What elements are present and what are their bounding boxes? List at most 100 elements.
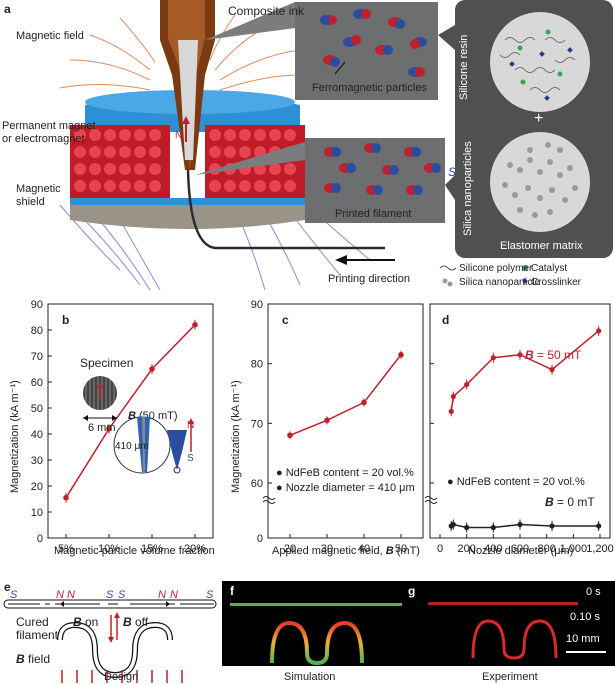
chart-d-point xyxy=(549,523,555,529)
chart-c-ytick-label: 0 xyxy=(257,533,263,545)
chart-c-xtick-label: 20 xyxy=(284,543,296,555)
pole-s-label: S xyxy=(448,165,457,179)
legend-crosslinker: Crosslinker xyxy=(531,277,582,288)
chart-d-xtick-label: 200 xyxy=(457,543,475,555)
panel-g-letter: g xyxy=(408,584,416,598)
panel-d-letter: d xyxy=(442,313,450,327)
ferromagnetic-particles xyxy=(320,9,427,77)
chart-b-point xyxy=(149,366,155,372)
chart-d-xtick-label: 0 xyxy=(437,543,443,555)
chart-c-ytick-label: 60 xyxy=(251,478,263,490)
chart-d-xtick-label: 1,200 xyxy=(586,543,614,555)
aligned-particles xyxy=(324,143,441,195)
chart-c-line xyxy=(289,354,402,436)
chart-d-point xyxy=(549,367,555,373)
chart-c-axis-break xyxy=(262,496,276,504)
cured-label-2: filament xyxy=(16,628,59,642)
b-field-label: B field xyxy=(16,652,51,666)
scale-label: 10 mm xyxy=(566,633,600,645)
chart-c-ytick-label: 70 xyxy=(251,418,263,430)
panel-e-letter: e xyxy=(4,580,11,594)
chart-d-point xyxy=(448,408,454,414)
charts-bcd: 01020304050607080905%10%15%20%0607080902… xyxy=(31,299,614,555)
chart-b-ytick-label: 50 xyxy=(31,403,43,415)
sim-straight-filament xyxy=(230,603,402,606)
inset-n: N xyxy=(187,420,195,431)
magnetic-field-label: Magnetic field xyxy=(16,30,84,42)
chart-b-point xyxy=(63,494,69,501)
chart-b-ytick-label: 0 xyxy=(37,533,43,545)
pole-n-label: N xyxy=(297,165,306,179)
nozzle xyxy=(160,0,215,170)
printed-filament-label: Printed filament xyxy=(335,208,412,220)
chart-d-axis-break xyxy=(424,496,438,504)
plus-sign: + xyxy=(534,110,544,127)
chart-b-ytick-label: 10 xyxy=(31,507,43,519)
d-note-text: NdFeB content = 20 vol.% xyxy=(456,476,585,488)
chart-d-point xyxy=(517,352,523,358)
chart-b-line xyxy=(65,324,196,499)
panel-f-image: f xyxy=(222,581,408,666)
chart-b-xtick-label: 5% xyxy=(58,543,74,555)
pole-8: S xyxy=(206,589,214,601)
chart-c-xlabel: Applied magnetic field, B (mT) xyxy=(272,545,420,557)
specimen-size: 6 mm xyxy=(88,422,116,434)
chart-b-ytick-label: 70 xyxy=(31,351,43,363)
chart-c-xtick-label: 50 xyxy=(395,543,407,555)
chart-c-frame xyxy=(267,303,424,539)
panel-f-letter: f xyxy=(230,584,234,598)
panel-b-letter: b xyxy=(62,313,70,327)
chart-d-line-0mt xyxy=(450,523,599,529)
magnetic-shield-label-2: shield xyxy=(16,196,45,208)
pole-6: N xyxy=(158,589,166,601)
chart-d-line-50mt xyxy=(450,330,600,412)
sim-curved-filament xyxy=(270,620,364,666)
elastomer-matrix-label: Elastomer matrix xyxy=(500,240,583,252)
chart-b-xtick-label: 20% xyxy=(184,543,206,555)
ferromagnetic-particles-label: Ferromagnetic particles xyxy=(312,82,427,94)
chart-c-point xyxy=(398,351,404,358)
d-label-50: B = 50 mT xyxy=(525,348,582,362)
chart-c-ylabel: Magnetization (kA m⁻¹) xyxy=(230,380,242,493)
chart-b-frame xyxy=(47,303,214,539)
pole-3: N xyxy=(67,589,75,601)
pole-2: N xyxy=(56,589,64,601)
silicone-resin-label: Silicone resin xyxy=(458,34,470,100)
magnetic-shield xyxy=(70,205,305,229)
c-note-2: ● Nozzle diameter = 410 μm xyxy=(276,482,415,494)
legend-silica-nanoparticle: Silica nanoparticle xyxy=(459,277,541,288)
exp-straight-filament xyxy=(428,602,578,605)
nozzle-n-label: N xyxy=(175,130,183,141)
chart-d-point xyxy=(596,328,602,334)
pole-1: S xyxy=(10,589,18,601)
d-note: ● NdFeB content = 20 vol.% xyxy=(447,476,585,488)
composite-ink-label: Composite ink xyxy=(228,4,305,18)
chart-d-point xyxy=(596,523,602,529)
chart-c-xtick-label: 40 xyxy=(358,543,370,555)
printing-direction-label: Printing direction xyxy=(328,273,410,285)
design-illustration xyxy=(3,599,217,683)
chart-d-point xyxy=(490,355,496,361)
chart-b-ytick-label: 40 xyxy=(31,429,43,441)
filament-path xyxy=(186,169,385,250)
chart-b-ytick-label: 90 xyxy=(31,299,43,311)
chart-d-point xyxy=(450,521,456,528)
chart-b-ylabel: Magnetization (kA m⁻¹) xyxy=(9,380,21,493)
panel-c-letter: c xyxy=(282,313,289,327)
legend-silicone-polymer: Silicone polymer xyxy=(459,263,533,274)
silica-nanoparticles-label: Silica nanoparticles xyxy=(462,141,474,236)
chart-c-xtick-label: 30 xyxy=(321,543,333,555)
chart-c-ytick-label: 90 xyxy=(251,299,263,311)
printer-illustration xyxy=(59,0,613,291)
chart-d-xlabel: Nozzle diameter (μm) xyxy=(468,545,574,557)
b-off-label: B off xyxy=(123,615,149,629)
chart-b-point xyxy=(106,426,112,432)
panel-g-image: g 0 s 0.10 s 10 mm xyxy=(408,581,615,666)
chart-b-ytick-label: 20 xyxy=(31,481,43,493)
exp-curved-filament xyxy=(471,619,558,660)
specimen-label: Specimen xyxy=(80,356,134,370)
specimen-arrows xyxy=(83,382,117,421)
pole-labels: S N N S S N N S xyxy=(0,589,220,601)
chart-c-point xyxy=(287,432,293,439)
panel-a-letter: a xyxy=(4,2,11,16)
